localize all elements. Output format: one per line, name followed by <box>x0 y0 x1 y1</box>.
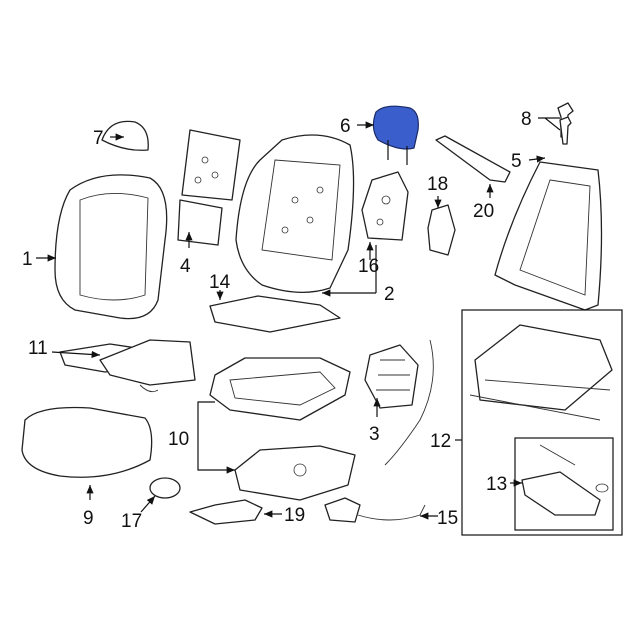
callout-4: 4 <box>180 256 191 277</box>
part-15-switch-harness[interactable] <box>324 497 361 523</box>
part-6-headrest[interactable] <box>372 105 419 165</box>
callout-1: 1 <box>22 249 33 270</box>
part-20-trim-strip[interactable] <box>435 135 511 183</box>
callout-9: 9 <box>83 508 94 529</box>
callout-3: 3 <box>369 424 380 445</box>
part-2-seatback-pad[interactable] <box>235 134 355 293</box>
part-4-heater-pad[interactable] <box>177 129 241 246</box>
callout-15: 15 <box>437 508 458 529</box>
part-14-cushion-heater[interactable] <box>209 295 341 333</box>
part-11-heater-mats[interactable] <box>59 339 196 393</box>
callout-19: 19 <box>284 505 305 526</box>
part-8-bolts[interactable] <box>557 102 574 145</box>
part-1-seatback-cover[interactable] <box>54 174 168 320</box>
part-3-lumbar-support[interactable] <box>364 339 434 466</box>
callout-14: 14 <box>209 272 231 293</box>
callout-11: 11 <box>28 338 48 359</box>
part-7-headrest-cover[interactable] <box>101 120 149 151</box>
callout-17: 17 <box>121 511 142 532</box>
part-10-cushion-pan[interactable] <box>209 357 356 501</box>
part-5-seatback-frame[interactable] <box>494 161 603 311</box>
part-19-harness[interactable] <box>189 499 263 525</box>
part-9-cushion-cover[interactable] <box>21 406 153 478</box>
part-13-switch[interactable] <box>521 444 609 516</box>
callout-6: 6 <box>340 116 351 137</box>
callout-12: 12 <box>430 431 451 452</box>
part-12-seat-track[interactable] <box>469 324 613 421</box>
part-12-track-box <box>461 309 623 536</box>
callout-13: 13 <box>486 474 507 495</box>
callout-18: 18 <box>427 174 448 195</box>
callout-5: 5 <box>511 151 522 172</box>
part-18-lumbar-motor[interactable] <box>427 204 456 256</box>
callout-7: 7 <box>93 128 104 149</box>
callout-20: 20 <box>473 201 494 222</box>
leader-lines <box>36 117 561 520</box>
callout-16: 16 <box>358 256 379 277</box>
callout-8: 8 <box>521 109 532 130</box>
callout-10: 10 <box>168 429 189 450</box>
part-16-back-panel[interactable] <box>361 171 409 241</box>
callout-2: 2 <box>384 284 395 305</box>
part-17-grommet[interactable] <box>149 477 181 499</box>
